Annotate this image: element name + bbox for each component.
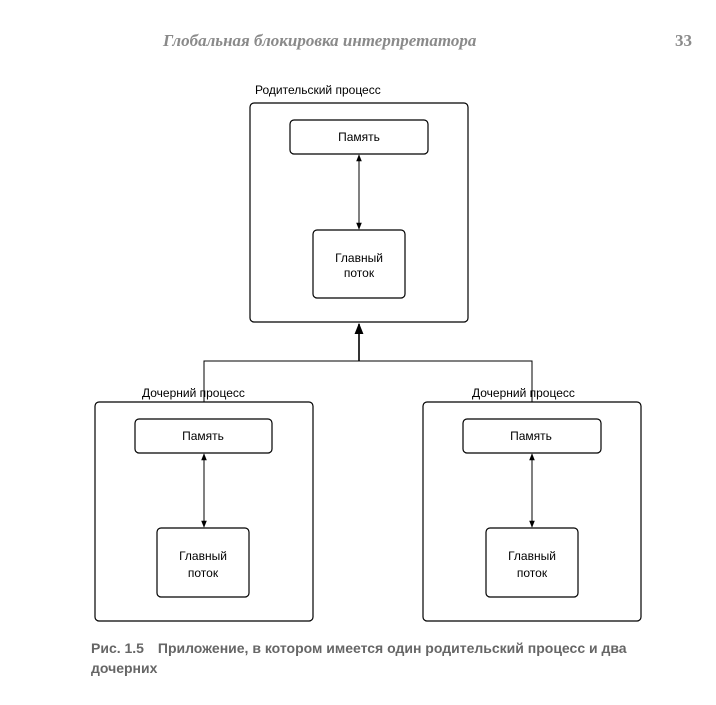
child-process-1-label: Дочерний процесс: [142, 386, 245, 400]
parent-memory-box: [289, 119, 429, 155]
child-process-2-label: Дочерний процесс: [472, 386, 575, 400]
parent-thread-label-line2: поток: [344, 266, 375, 280]
figure-caption: Рис. 1.5 Приложение, в котором имеется о…: [91, 638, 651, 678]
child-2-thread-label-line1: Главный: [508, 549, 556, 563]
parent-process: Родительский процесс Память Главный пото…: [249, 83, 469, 323]
running-header-title: Глобальная блокировка интерпретатора: [163, 31, 477, 50]
child-2-thread-label-line2: поток: [517, 566, 548, 580]
child-1-memory-box: [134, 418, 273, 454]
parent-memory-label: Память: [338, 130, 380, 144]
child-1-thread-label-line1: Главный: [179, 549, 227, 563]
child-process-2-box: [422, 401, 642, 622]
parent-thread-label-line1: Главный: [335, 251, 383, 265]
child-2-memory-box: [462, 418, 602, 454]
parent-thread-box: [312, 229, 406, 299]
parent-process-label: Родительский процесс: [255, 83, 381, 97]
child-1-memory-label: Память: [182, 429, 224, 443]
parent-process-box: [249, 102, 469, 323]
figure-caption-text: Приложение, в котором имеется один родит…: [91, 640, 627, 676]
child-process-1-box: [94, 401, 314, 622]
child-to-parent-connectors: [203, 322, 533, 402]
child-1-thread-box: [156, 527, 250, 598]
child-1-thread-label-line2: поток: [188, 566, 219, 580]
page-number: 33: [675, 31, 692, 50]
child-process-2: Дочерний процесс Память Главный поток: [422, 386, 642, 622]
child-process-1: Дочерний процесс Память Главный поток: [94, 386, 314, 622]
child-2-thread-box: [485, 527, 579, 598]
child-2-memory-label: Память: [510, 429, 552, 443]
figure-number: Рис. 1.5: [91, 640, 144, 656]
